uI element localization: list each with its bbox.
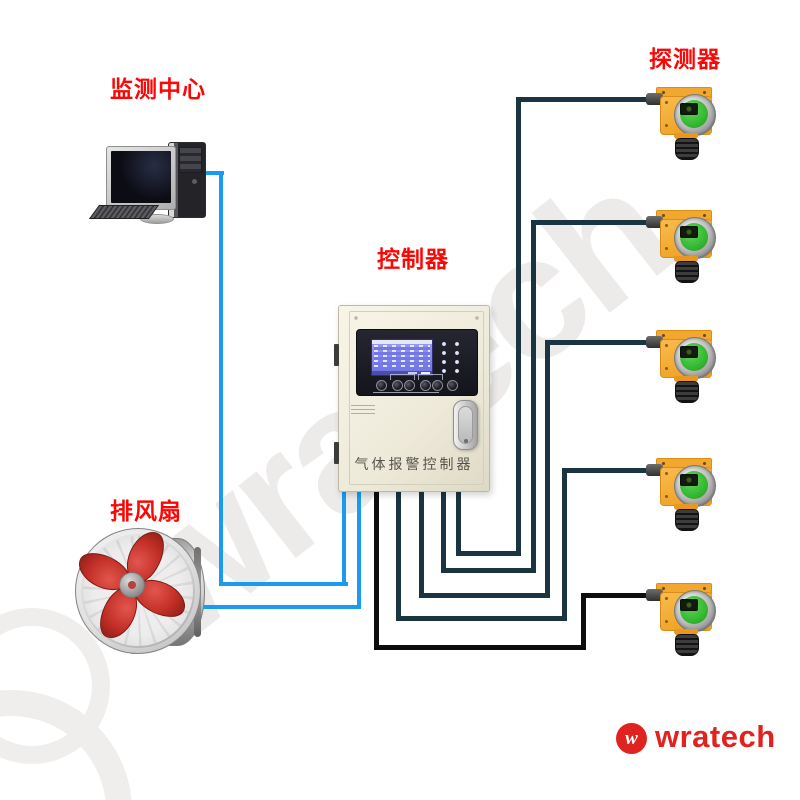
detector-display xyxy=(680,226,698,238)
wire-controller-detector-4 xyxy=(396,616,567,621)
wire-computer-controller xyxy=(219,582,348,586)
wire-controller-detector-1 xyxy=(456,489,461,556)
detector-cable-gland xyxy=(646,589,663,601)
wire-controller-detector-5 xyxy=(581,593,586,650)
wire-controller-detector-2 xyxy=(441,489,446,573)
detector-cable-gland xyxy=(646,336,663,348)
computer-monitor xyxy=(106,146,176,210)
detector-sensor-head xyxy=(675,634,699,656)
wire-controller-detector-1 xyxy=(516,97,650,102)
wire-computer-controller xyxy=(342,489,346,586)
wire-controller-detector-5 xyxy=(581,593,650,598)
panel-divider-line xyxy=(373,392,439,393)
lcd-data-rows xyxy=(374,345,430,370)
computer-screen xyxy=(111,151,171,203)
detector-sensor-head xyxy=(675,381,699,403)
computer-drive-bays xyxy=(179,147,202,173)
gas-alarm-controller: 气体报警控制器 xyxy=(334,305,490,492)
detector-5 xyxy=(646,582,716,656)
detector-sensor-head xyxy=(675,261,699,283)
panel-button xyxy=(420,380,431,391)
detector-sensor-head xyxy=(675,509,699,531)
controller-hinge xyxy=(334,442,339,464)
wire-controller-detector-1 xyxy=(516,97,521,556)
wire-controller-detector-3 xyxy=(545,340,650,345)
panel-button xyxy=(447,380,458,391)
detector-display xyxy=(680,103,698,115)
panel-button xyxy=(376,380,387,391)
detector-bezel-ring xyxy=(674,217,716,259)
detector-bezel-ring xyxy=(674,465,716,507)
brand-logo-icon: w xyxy=(616,723,647,754)
brand-logo-icon-letter: w xyxy=(625,728,638,749)
lcd-status-bar xyxy=(372,371,432,375)
exhaust-fan xyxy=(72,525,209,656)
monitor-base xyxy=(140,214,174,224)
panel-button xyxy=(404,380,415,391)
brand-logo-text: wratech xyxy=(655,719,776,754)
panel-button xyxy=(392,380,403,391)
wire-controller-detector-4 xyxy=(396,489,401,620)
detector-display xyxy=(680,599,698,611)
controller-spec-text xyxy=(351,405,375,416)
panel-bracket-mark xyxy=(418,374,443,380)
controller-hinge xyxy=(334,344,339,366)
wire-controller-detector-2 xyxy=(531,220,650,225)
controller-lcd-screen xyxy=(371,339,433,376)
wire-controller-detector-3 xyxy=(419,593,550,598)
label-detector: 探测器 xyxy=(649,46,721,72)
wire-controller-detector-3 xyxy=(419,489,424,598)
detector-display xyxy=(680,346,698,358)
monitoring-computer xyxy=(88,138,210,224)
detector-4 xyxy=(646,457,716,531)
detector-neck xyxy=(674,133,698,139)
detector-neck xyxy=(674,629,698,635)
wire-computer-controller xyxy=(200,171,224,175)
detector-bezel-ring xyxy=(674,94,716,136)
wire-controller-detector-5 xyxy=(374,645,586,650)
controller-door-handle xyxy=(453,400,478,450)
fan-hub xyxy=(119,572,145,598)
brand-logo: w wratech xyxy=(600,710,790,760)
detector-display xyxy=(680,474,698,486)
wire-controller-detector-4 xyxy=(562,468,567,621)
wire-controller-detector-1 xyxy=(456,551,521,556)
fan-front-rim xyxy=(72,525,201,654)
detector-sensor-head xyxy=(675,138,699,160)
wire-fan-controller xyxy=(192,605,361,609)
detector-3 xyxy=(646,329,716,403)
wire-controller-detector-2 xyxy=(531,220,536,573)
panel-button xyxy=(432,380,443,391)
controller-front-panel xyxy=(356,329,478,396)
detector-1 xyxy=(646,86,716,160)
detector-neck xyxy=(674,256,698,262)
detector-cable-gland xyxy=(646,216,663,228)
detector-neck xyxy=(674,504,698,510)
watermark-ring-icon xyxy=(0,690,132,800)
wire-computer-controller xyxy=(219,171,223,586)
label-monitoring-center: 监测中心 xyxy=(110,76,206,102)
handle-slot xyxy=(458,406,473,444)
detector-cable-gland xyxy=(646,93,663,105)
detector-cable-gland xyxy=(646,464,663,476)
wire-controller-detector-3 xyxy=(545,340,550,598)
detector-bezel-ring xyxy=(674,590,716,632)
detector-bezel-ring xyxy=(674,337,716,379)
wire-controller-detector-5 xyxy=(374,489,379,649)
wire-controller-detector-4 xyxy=(562,468,650,473)
lcd-status-chip xyxy=(421,372,430,374)
label-controller: 控制器 xyxy=(377,246,449,272)
detector-neck xyxy=(674,376,698,382)
panel-bracket-mark xyxy=(390,374,415,380)
wire-fan-controller xyxy=(357,489,361,609)
label-exhaust-fan: 排风扇 xyxy=(110,498,182,524)
wire-controller-detector-2 xyxy=(441,568,536,573)
handle-keyhole xyxy=(463,439,468,443)
computer-keyboard xyxy=(88,205,160,219)
lcd-header xyxy=(372,340,432,344)
controller-device-label: 气体报警控制器 xyxy=(354,458,474,473)
computer-power-button xyxy=(192,179,197,184)
detector-2 xyxy=(646,209,716,283)
status-led-grid xyxy=(441,341,467,377)
